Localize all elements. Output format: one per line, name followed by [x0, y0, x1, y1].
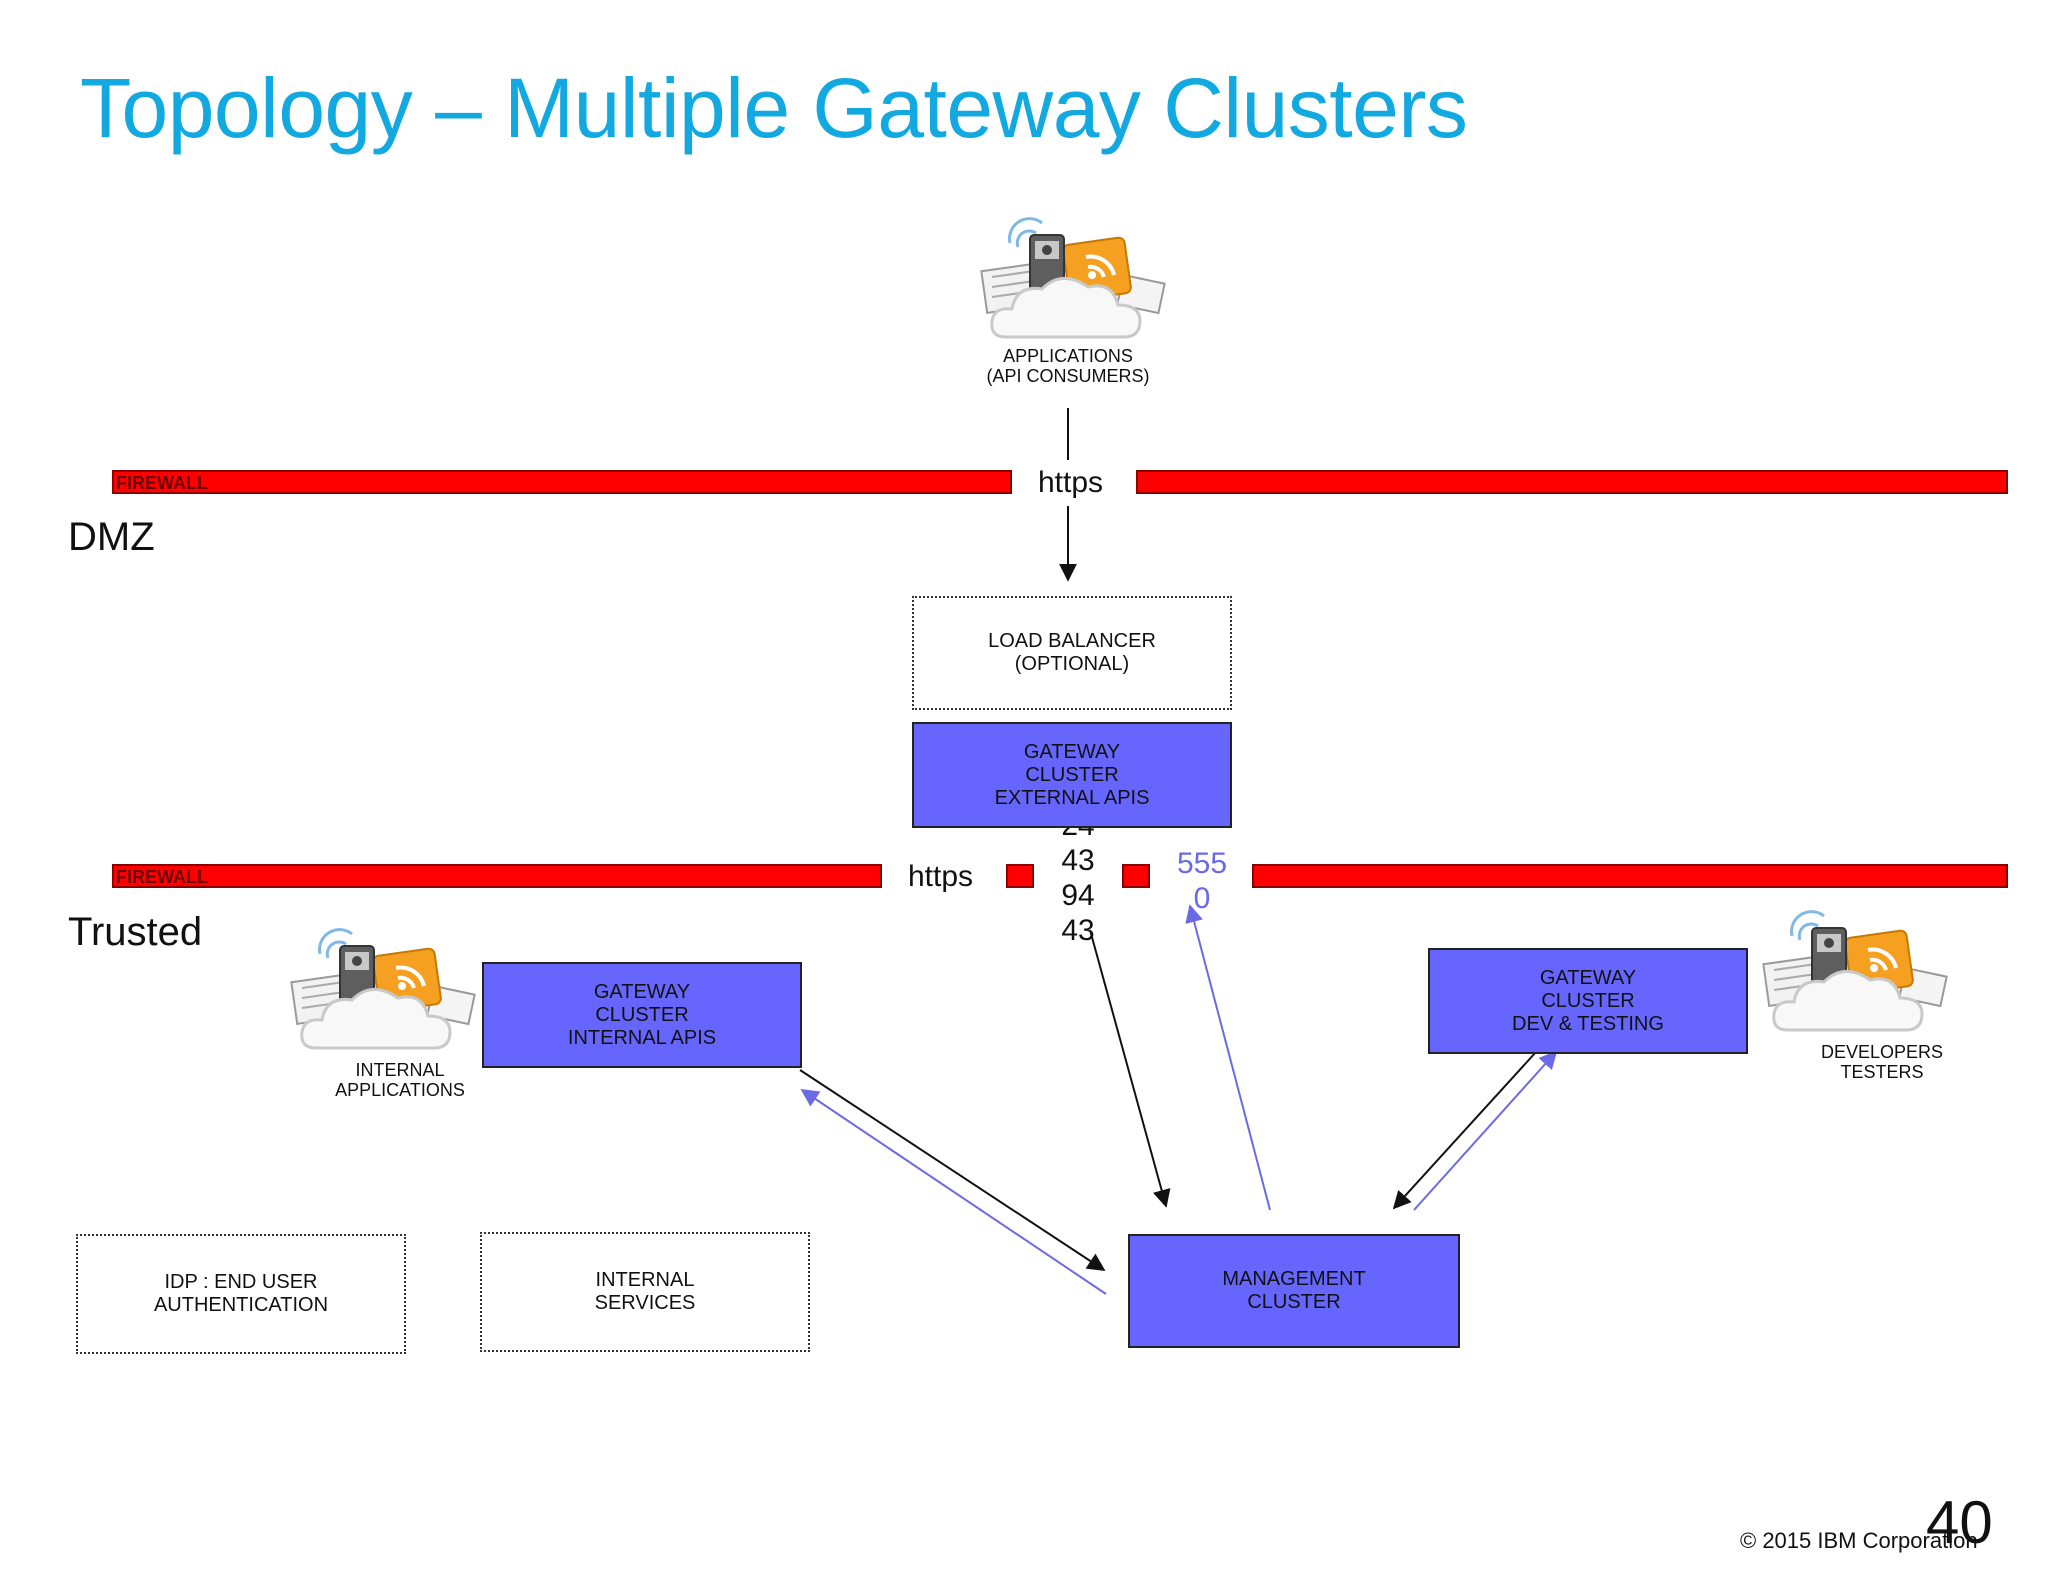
idp-box: IDP : END USER AUTHENTICATION — [76, 1234, 406, 1354]
internal-services-box: INTERNAL SERVICES — [480, 1232, 810, 1352]
gateway-cluster-external-box: GATEWAY CLUSTER EXTERNAL APIS — [912, 722, 1232, 828]
firewall-top-right — [1136, 470, 2008, 494]
arrow-management-to-dev — [1413, 1050, 1558, 1211]
firewall-bottom-left: FIREWALL — [112, 864, 882, 888]
gateway-cluster-internal-box: GATEWAY CLUSTER INTERNAL APIS — [482, 962, 802, 1068]
firewall-bottom-right — [1252, 864, 2008, 888]
slide-title: Topology – Multiple Gateway Clusters — [80, 61, 1468, 155]
copyright-notice: © 2015 IBM Corporation — [1740, 1528, 1978, 1553]
node-label-internal-applications: INTERNAL APPLICATIONS — [335, 1060, 465, 1100]
cloud-devices-icon — [980, 217, 1166, 339]
firewall-top-left: FIREWALL — [112, 470, 1012, 494]
cloud-devices-icon — [290, 928, 476, 1050]
page-number: 40 — [1926, 1489, 1993, 1556]
management-cluster-box: MANAGEMENT CLUSTER — [1128, 1234, 1460, 1348]
firewall-bottom-segment-b — [1122, 864, 1150, 888]
arrow-management-to-internal — [800, 1088, 1107, 1295]
node-label-developers: DEVELOPERS TESTERS — [1820, 1042, 1944, 1082]
arrow-management-to-external — [1185, 904, 1271, 1211]
arrow-internal-to-management — [799, 1069, 1106, 1271]
firewall-label: FIREWALL — [116, 867, 208, 887]
arrow-external-to-management — [1089, 929, 1171, 1208]
protocol-label-https-bottom: https — [908, 860, 974, 893]
firewall-bottom-segment-a — [1006, 864, 1034, 888]
load-balancer-box: LOAD BALANCER (OPTIONAL) — [912, 596, 1232, 710]
node-label-applications: APPLICATIONS (API CONSUMERS) — [986, 346, 1150, 386]
zone-label-dmz: DMZ — [68, 515, 155, 559]
arrow-dev-to-management — [1392, 1051, 1537, 1210]
gateway-cluster-dev-box: GATEWAY CLUSTER DEV & TESTING — [1428, 948, 1748, 1054]
cloud-devices-icon — [1762, 910, 1948, 1032]
protocol-label-https-top: https — [1038, 466, 1104, 499]
firewall-label: FIREWALL — [116, 473, 208, 493]
zone-label-trusted: Trusted — [68, 910, 203, 954]
